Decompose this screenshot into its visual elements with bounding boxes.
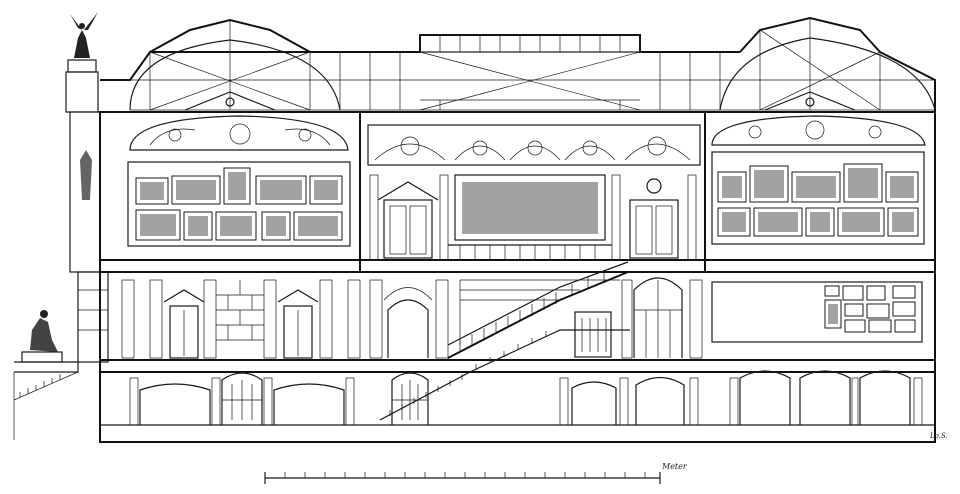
scale-bar-label: Meter [662,462,687,471]
middle-floor-left [121,279,449,359]
upper-right-gallery [711,115,926,245]
paintings-right-lower [824,285,916,333]
paintings-right-upper [717,163,919,237]
middle-floor-right [711,281,923,343]
section-outline [99,111,936,443]
left-tower [65,71,109,363]
upper-center-hall [367,124,701,261]
artist-signature: Lo.S. [930,432,948,440]
scale-bar [264,472,661,484]
ground-floor [129,370,923,426]
roof-structure [100,16,936,120]
upper-left-gallery [127,115,351,247]
left-exterior-stair [13,361,79,440]
grand-staircase [379,261,630,421]
winged-statue-icon [67,12,98,73]
middle-floor-center-right [574,277,703,359]
paintings-left-upper [135,167,343,241]
seated-statue-icon [21,310,63,363]
